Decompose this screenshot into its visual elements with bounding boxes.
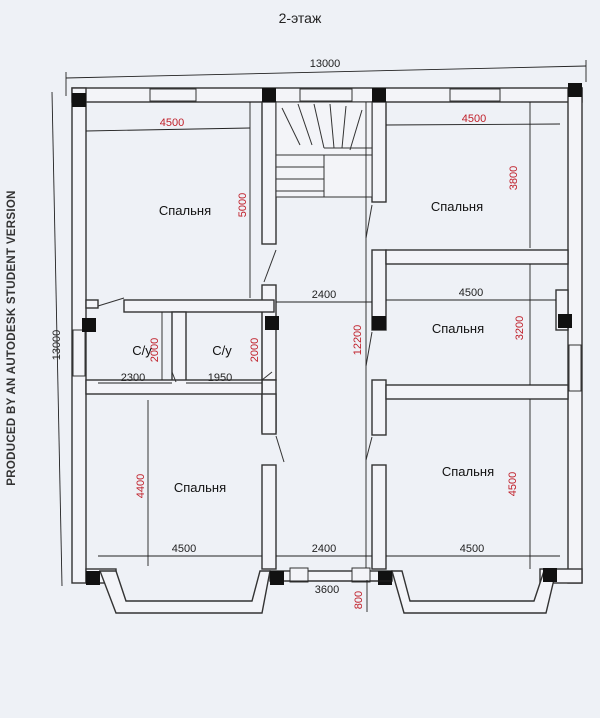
dim-bath-left-width: 2300: [121, 372, 145, 384]
dimension-lines: [51, 60, 587, 612]
dim-mid-right-height: 3200: [514, 316, 526, 340]
interior-walls: [85, 101, 569, 570]
room-bedroom-top-right: Спальня: [431, 199, 483, 214]
dim-overall-height: 13000: [51, 330, 63, 361]
dim-bottom-left-width: 4500: [172, 543, 196, 555]
floor-title: 2-этаж: [278, 10, 322, 26]
room-bath-left: С/у: [132, 343, 152, 358]
staircase: [275, 101, 373, 198]
dim-bath-right-height: 2000: [249, 338, 261, 362]
dim-bath-right-width: 1950: [208, 372, 232, 384]
dim-top-left-height: 5000: [237, 193, 249, 217]
dim-bottom-right-width: 4500: [460, 543, 484, 555]
dim-mid-right-width: 4500: [459, 287, 483, 299]
dim-bath-left-height: 2000: [149, 338, 161, 362]
dim-overall-width: 13000: [310, 58, 341, 70]
dim-bottom-right-height: 4500: [507, 472, 519, 496]
room-bedroom-top-left: Спальня: [159, 203, 211, 218]
room-bath-right: С/у: [212, 343, 232, 358]
room-bedroom-bottom-left: Спальня: [174, 480, 226, 495]
dim-balcony-depth: 800: [353, 591, 365, 609]
dim-bottom-corridor-width: 2400: [312, 543, 336, 555]
room-bedroom-bottom-right: Спальня: [442, 464, 494, 479]
dim-corridor-width: 2400: [312, 289, 336, 301]
columns: [72, 83, 582, 585]
dim-balcony-width: 3600: [315, 584, 339, 596]
room-bedroom-mid-right: Спальня: [432, 321, 484, 336]
dim-corridor-length: 12200: [352, 325, 364, 356]
dim-top-right-height: 3800: [508, 166, 520, 190]
door-swings: [97, 204, 373, 463]
dim-top-right-width: 4500: [462, 113, 486, 125]
dim-top-left-width: 4500: [160, 117, 184, 129]
dim-bottom-left-height: 4400: [135, 474, 147, 498]
